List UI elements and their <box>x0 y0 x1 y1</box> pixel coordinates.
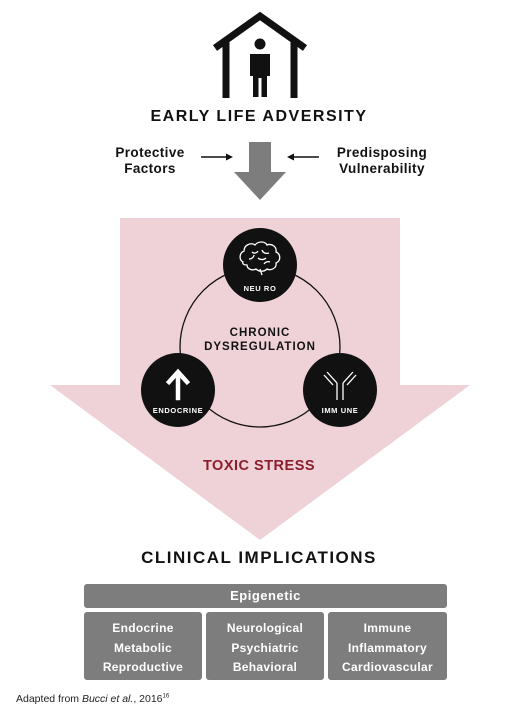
arrow-down-icon <box>234 142 286 200</box>
endocrine-label: ENDOCRINE <box>153 406 203 415</box>
clinical-implications-heading: CLINICAL IMPLICATIONS <box>141 548 377 567</box>
neuro-node: NEU RO <box>223 228 297 302</box>
predisposing-line-2: Vulnerability <box>339 161 425 176</box>
protective-line-2: Factors <box>124 161 176 176</box>
arrow-up-icon <box>165 368 191 401</box>
citation-authors: Bucci et al. <box>81 693 134 705</box>
implication-item: Reproductive <box>102 660 184 674</box>
neuro-label: NEU RO <box>244 284 277 293</box>
protective-factors-label: Protective Factors <box>100 145 200 177</box>
immune-label: IMM UNE <box>322 406 359 415</box>
implication-item: Inflammatory <box>348 640 427 655</box>
toxic-stress-label: TOXIC STRESS <box>202 458 316 474</box>
predisposing-vulnerability-label: Predisposing Vulnerability <box>322 145 442 177</box>
predisposing-line-1: Predisposing <box>336 145 428 160</box>
toxic-stress-arrow <box>50 218 470 540</box>
arrow-right-icon <box>201 153 233 161</box>
citation-ref: 16 <box>162 693 170 700</box>
implication-item: Psychiatric <box>231 640 299 655</box>
implication-column-neuro: Neurological Psychiatric Behavioral <box>206 612 324 680</box>
center-line-2: DYSREGULATION <box>204 341 316 353</box>
citation: Adapted from Bucci et al., 201616 <box>16 693 169 705</box>
implication-column-endocrine: Endocrine Metabolic Reproductive <box>84 612 202 680</box>
brain-icon <box>239 241 281 276</box>
early-life-adversity-heading: EARLY LIFE ADVERSITY <box>150 108 368 125</box>
implication-item: Metabolic <box>113 640 173 655</box>
implication-item: Behavioral <box>232 660 298 674</box>
implication-item: Immune <box>363 621 412 635</box>
immune-node: IMM UNE <box>303 353 377 427</box>
arrow-left-icon <box>287 153 319 161</box>
antibody-icon <box>323 371 357 400</box>
citation-prefix: Adapted from <box>16 693 82 705</box>
implication-item: Neurological <box>226 621 304 635</box>
implication-item: Cardiovascular <box>342 660 433 674</box>
endocrine-node: ENDOCRINE <box>141 353 215 427</box>
protective-line-1: Protective <box>115 145 185 160</box>
citation-year: , 2016 <box>133 693 163 705</box>
implication-item: Endocrine <box>112 621 174 635</box>
epigenetic-box: Epigenetic <box>84 584 447 608</box>
house-with-person-icon <box>212 11 308 98</box>
center-line-1: CHRONIC <box>229 327 291 339</box>
implication-column-immune: Immune Inflammatory Cardiovascular <box>328 612 447 680</box>
chronic-dysregulation-label: CHRONIC DYSREGULATION <box>180 326 340 354</box>
